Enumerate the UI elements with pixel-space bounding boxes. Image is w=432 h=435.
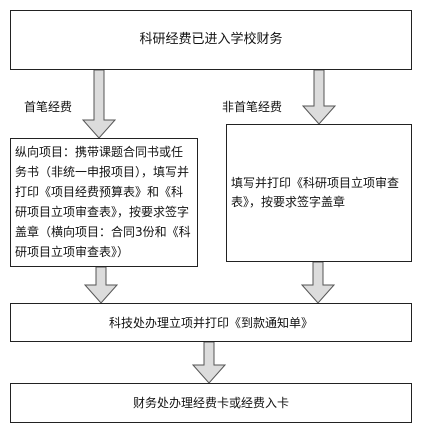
arrow-top-to-left	[81, 69, 117, 139]
branch-right-label: 非首笔经费	[222, 100, 283, 114]
arrow-right-to-middle	[300, 261, 336, 304]
middle-box: 科技处办理立项并打印《到款通知单》	[10, 303, 412, 342]
right-box-text: 填写并打印《科研项目立项审查表》，按要求签字盖章	[231, 176, 400, 209]
left-box-text: 纵向项目：携带课题合同书或任务书（非统一申报项目），填写并打印《项目经费预算表》…	[15, 145, 191, 259]
arrow-middle-to-bottom	[191, 341, 227, 384]
left-box: 纵向项目：携带课题合同书或任务书（非统一申报项目），填写并打印《项目经费预算表》…	[10, 138, 198, 267]
branch-left-label: 首笔经费	[24, 100, 73, 114]
top-box: 科研经费已进入学校财务	[10, 10, 412, 70]
top-box-text: 科研经费已进入学校财务	[139, 32, 283, 47]
arrow-left-to-middle	[83, 266, 119, 304]
bottom-box-text: 财务处办理经费卡或经费入卡	[132, 396, 289, 410]
middle-box-text: 科技处办理立项并打印《到款通知单》	[108, 315, 313, 330]
arrow-top-to-right	[301, 69, 337, 125]
bottom-box: 财务处办理经费卡或经费入卡	[10, 383, 412, 423]
right-box: 填写并打印《科研项目立项审查表》，按要求签字盖章	[226, 124, 412, 262]
